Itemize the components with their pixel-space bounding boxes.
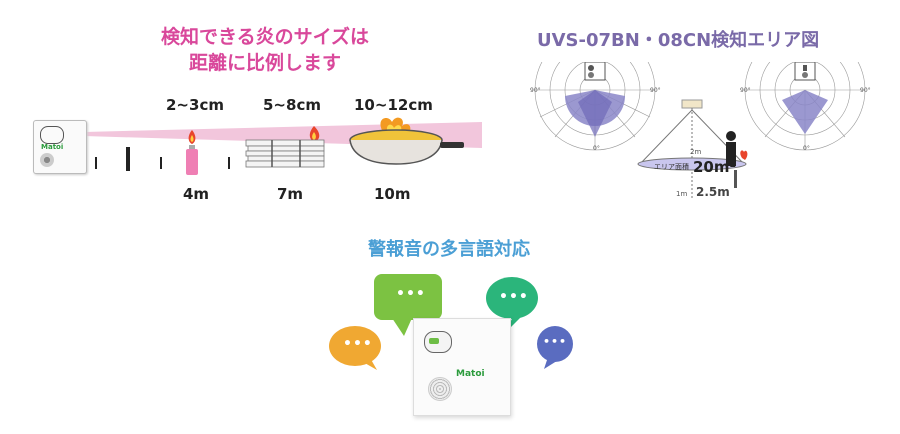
depth-label: 1m [676, 190, 688, 198]
area-label: エリア面積 [654, 163, 689, 171]
title-line-1: 検知できる炎のサイズは [160, 26, 370, 48]
bubble-dots-blue: ••• [543, 335, 568, 348]
distance-tick [228, 157, 230, 169]
detector-device: Matoi [33, 120, 87, 174]
area-value: 20m² [693, 158, 737, 176]
bubble-dots-orange: ••• [343, 336, 373, 352]
side-view-cone-diagram [637, 99, 748, 198]
lighter-icon [186, 130, 198, 175]
frying-pan-icon [349, 117, 464, 165]
svg-text:90°: 90° [860, 87, 871, 94]
flame-size-large: 10~12cm [354, 96, 433, 114]
device-logo: Matoi [456, 369, 485, 379]
flame-size-small: 2~3cm [166, 96, 224, 114]
flame-size-medium: 5~8cm [263, 96, 321, 114]
distance-4m: 4m [183, 185, 210, 203]
distance-tick [126, 147, 130, 171]
distance-tick [160, 157, 162, 169]
speaker-icon [40, 153, 54, 167]
newspaper-stack-icon [245, 126, 325, 168]
speech-bubble-blue [537, 326, 573, 369]
area-diagram-title: UVS-07BN・08CN検知エリア図 [537, 30, 820, 51]
distance-10m: 10m [374, 185, 411, 203]
svg-text:0°: 0° [803, 145, 810, 152]
flame-size-title: 検知できる炎のサイズは 距離に比例します [120, 24, 410, 76]
distance-7m: 7m [277, 185, 304, 203]
sensor-window-icon [424, 331, 452, 353]
speaker-icon [428, 377, 452, 401]
polar-detection-diagram: 90° 90° 0° [530, 62, 661, 152]
sensor-window-icon [40, 126, 64, 144]
svg-text:90°: 90° [650, 87, 661, 94]
bubble-dots-lime: ••• [396, 286, 426, 302]
bubble-dots-green: ••• [499, 289, 529, 305]
distance-tick [95, 157, 97, 169]
svg-text:90°: 90° [740, 87, 751, 94]
radius-label: 2.5m [696, 185, 730, 199]
svg-text:90°: 90° [530, 87, 541, 94]
height-label: 2m [690, 148, 702, 156]
svg-text:0°: 0° [593, 145, 600, 152]
multilingual-title: 警報音の多言語対応 [368, 239, 530, 260]
title-line-2: 距離に比例します [188, 52, 341, 74]
speech-bubble-orange [329, 326, 381, 370]
alarm-device: Matoi [413, 318, 511, 416]
device-logo: Matoi [41, 143, 64, 151]
speech-bubble-lime [374, 274, 442, 336]
polar-detection-diagram-2: 90° 90° 0° [740, 62, 871, 152]
